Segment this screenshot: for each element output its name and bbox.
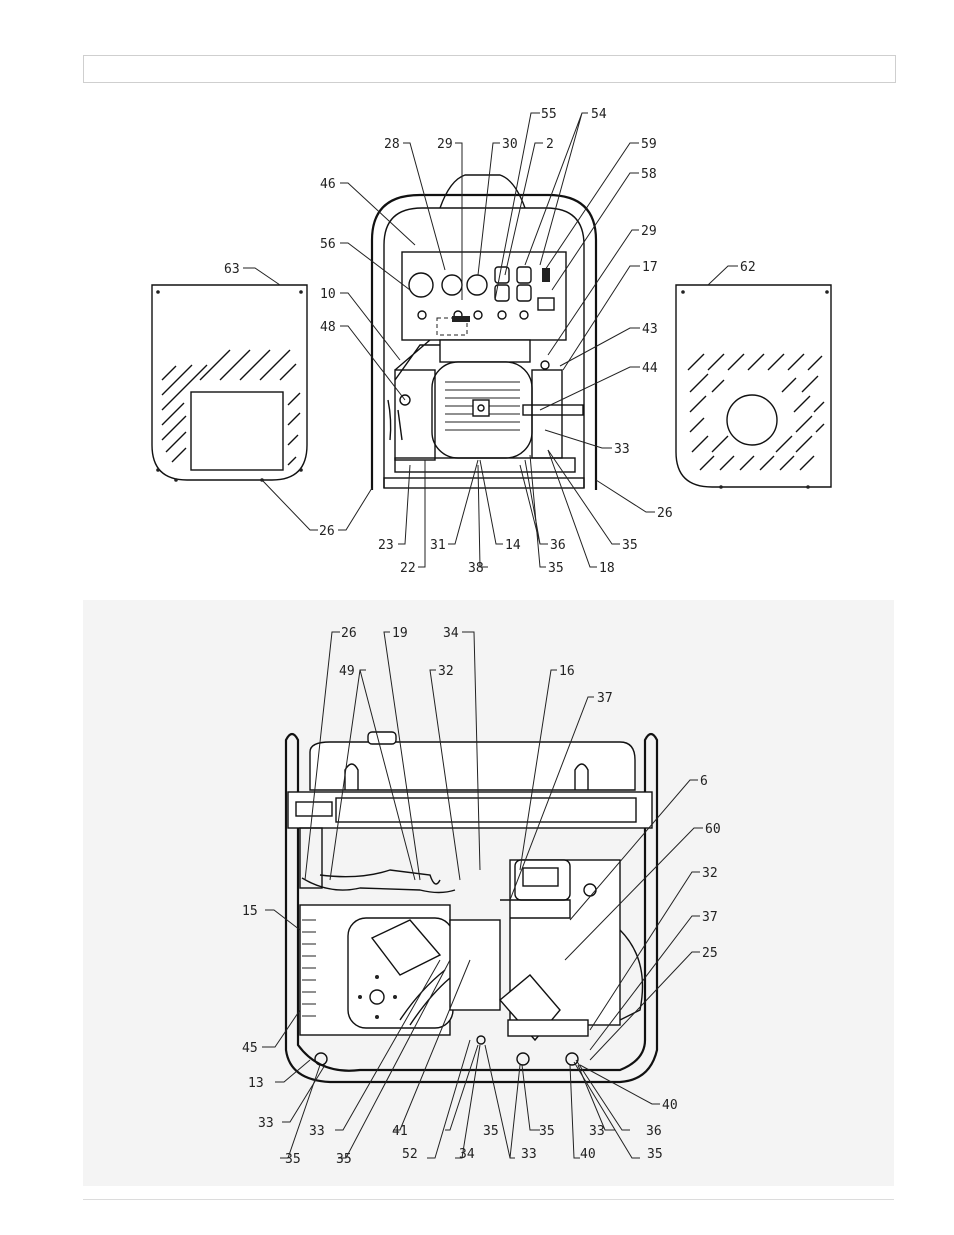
callout-35a: 35 <box>483 1124 499 1139</box>
callout-10: 10 <box>320 287 336 302</box>
callout-56: 56 <box>320 237 336 252</box>
callout-33c: 33 <box>589 1124 605 1139</box>
callout-6: 6 <box>700 774 708 789</box>
callout-14: 14 <box>505 538 521 553</box>
callout-40b: 40 <box>580 1147 596 1162</box>
callout-32b: 32 <box>702 866 718 881</box>
callout-45: 45 <box>242 1041 258 1056</box>
callout-13: 13 <box>248 1076 264 1091</box>
callout-22: 22 <box>400 561 416 576</box>
callout-35b: 35 <box>548 561 564 576</box>
muffler-shield <box>348 918 453 1028</box>
callout-33: 33 <box>614 442 630 457</box>
callout-25: 25 <box>702 946 718 961</box>
callout-26-left: 26 <box>319 524 335 539</box>
callout-40: 40 <box>662 1098 678 1113</box>
callout-29: 29 <box>437 137 453 152</box>
callout-30: 30 <box>502 137 518 152</box>
callout-41: 41 <box>392 1124 408 1139</box>
side-callout-labels: 26 19 34 49 32 16 37 6 60 15 32 37 25 45… <box>242 626 721 1167</box>
engine-block <box>450 920 500 1010</box>
callout-59: 59 <box>641 137 657 152</box>
callout-38: 38 <box>468 561 484 576</box>
callout-34: 34 <box>443 626 459 641</box>
callout-19: 19 <box>392 626 408 641</box>
callout-35c: 35 <box>285 1152 301 1167</box>
callout-15: 15 <box>242 904 258 919</box>
callout-54: 54 <box>591 107 607 122</box>
generator-side <box>286 732 657 1082</box>
callout-36: 36 <box>646 1124 662 1139</box>
callout-52: 52 <box>402 1147 418 1162</box>
callout-35e: 35 <box>647 1147 663 1162</box>
callout-23: 23 <box>378 538 394 553</box>
callout-29b: 29 <box>641 224 657 239</box>
side-view-panel: 26 19 34 49 32 16 37 6 60 15 32 37 25 45… <box>83 600 894 1186</box>
callout-63: 63 <box>224 262 240 277</box>
left-side-panel <box>152 285 307 482</box>
callout-34b: 34 <box>459 1147 475 1162</box>
callout-35d: 35 <box>336 1152 352 1167</box>
front-view-diagram: 55 54 28 29 30 2 59 58 46 29 56 17 63 62… <box>0 95 954 585</box>
callout-43: 43 <box>642 322 658 337</box>
callout-17: 17 <box>642 260 658 275</box>
callout-31: 31 <box>430 538 446 553</box>
callout-36: 36 <box>550 538 566 553</box>
callout-33a: 33 <box>258 1116 274 1131</box>
side-view-diagram: 26 19 34 49 32 16 37 6 60 15 32 37 25 45… <box>83 600 894 1186</box>
callout-33b: 33 <box>309 1124 325 1139</box>
callout-55: 55 <box>541 107 557 122</box>
callout-35b: 35 <box>539 1124 555 1139</box>
callout-44: 44 <box>642 361 658 376</box>
callout-18: 18 <box>599 561 615 576</box>
callout-33d: 33 <box>521 1147 537 1162</box>
right-side-panel <box>676 285 831 489</box>
side-leader-lines <box>262 632 703 1158</box>
callout-48: 48 <box>320 320 336 335</box>
callout-16: 16 <box>559 664 575 679</box>
callout-60: 60 <box>705 822 721 837</box>
callout-26-right: 26 <box>657 506 673 521</box>
header-bar <box>83 55 896 83</box>
callout-62: 62 <box>740 260 756 275</box>
callout-32: 32 <box>438 664 454 679</box>
callout-37b: 37 <box>702 910 718 925</box>
callout-28: 28 <box>384 137 400 152</box>
callout-58: 58 <box>641 167 657 182</box>
callout-49: 49 <box>339 664 355 679</box>
callout-2: 2 <box>546 137 554 152</box>
footer-divider <box>83 1199 894 1200</box>
callout-26: 26 <box>341 626 357 641</box>
callout-35: 35 <box>622 538 638 553</box>
callout-37: 37 <box>597 691 613 706</box>
callout-46: 46 <box>320 177 336 192</box>
